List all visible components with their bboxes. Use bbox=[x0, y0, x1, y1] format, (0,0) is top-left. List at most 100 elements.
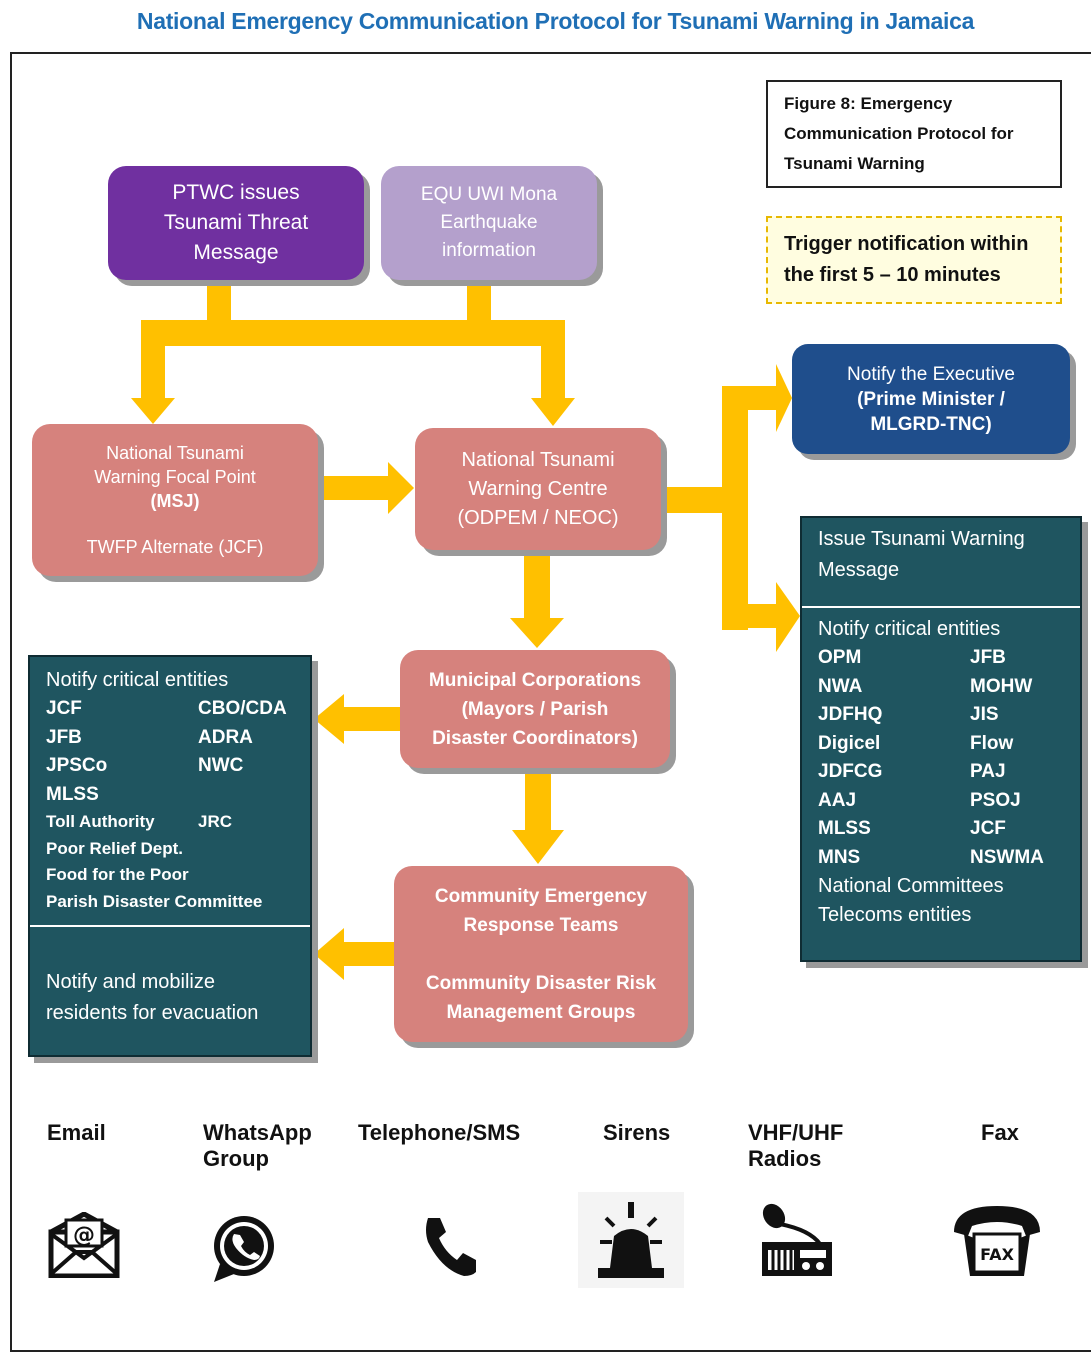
entity-name: Poor Relief Dept. bbox=[46, 838, 183, 858]
entity-row: MLSS bbox=[46, 781, 287, 810]
arrow-ntwc-down-head bbox=[510, 618, 564, 648]
channel-label-line: Group bbox=[203, 1146, 269, 1172]
entity-row: Poor Relief Dept. bbox=[46, 836, 287, 863]
arrow-to-exec-head bbox=[776, 364, 792, 432]
municipal-line: (Mayors / Parish bbox=[461, 698, 609, 720]
entity-row: Digicel Flow bbox=[818, 730, 1044, 759]
community-line: Response Teams bbox=[463, 914, 619, 936]
channel-label-line: WhatsApp bbox=[203, 1120, 312, 1145]
ptwc-line: Tsunami Threat bbox=[163, 211, 309, 234]
arrow-municipal-down-head bbox=[512, 830, 564, 864]
entity-row: JDFHQ JIS bbox=[818, 701, 1044, 730]
executive-line: MLGRD-TNC) bbox=[870, 413, 992, 435]
entity-row: MNS NSWMA bbox=[818, 844, 1044, 873]
equ-line: EQU UWI Mona bbox=[420, 184, 558, 205]
entity-name: NWA bbox=[818, 675, 863, 697]
page-title: National Emergency Communication Protoco… bbox=[136, 8, 975, 34]
arrow-to-focal-head bbox=[131, 398, 175, 424]
channel-label-radios: VHF/UHF Radios bbox=[748, 1120, 843, 1173]
arrow-equ-stem bbox=[467, 282, 491, 322]
executive-box: Notify the Executive (Prime Minister / M… bbox=[792, 344, 1070, 454]
entity-name: JPSCo bbox=[46, 755, 108, 777]
panel-footer-line: Notify and mobilize bbox=[46, 971, 215, 993]
channel-label-fax: Fax bbox=[981, 1120, 1019, 1146]
executive-line: (Prime Minister / bbox=[857, 388, 1005, 410]
fax-icon: FAX bbox=[954, 1206, 1040, 1276]
ntwc-line: Warning Centre bbox=[468, 477, 608, 500]
entity-name: MOHW bbox=[970, 675, 1033, 697]
entity-row: Parish Disaster Committee bbox=[46, 889, 287, 916]
arrow-to-warning bbox=[722, 604, 780, 628]
entity-name: AAJ bbox=[818, 789, 857, 811]
arrow-left-down bbox=[141, 320, 165, 400]
arrow-municipal-left bbox=[340, 707, 400, 731]
entity-name: NSWMA bbox=[970, 846, 1044, 868]
entity-name: Digicel bbox=[818, 732, 881, 754]
figure-caption-line: Communication Protocol for bbox=[784, 124, 1014, 143]
entity-name: OPM bbox=[818, 647, 862, 669]
email-icon: @ bbox=[48, 1212, 120, 1278]
trigger-note-line: Trigger notification within bbox=[784, 233, 1029, 255]
warning-header-line: Message bbox=[818, 559, 900, 581]
municipal-line: Disaster Coordinators) bbox=[432, 727, 638, 749]
channel-label-telephone: Telephone/SMS bbox=[358, 1120, 520, 1146]
telephone-icon bbox=[426, 1218, 476, 1276]
trigger-note-line: the first 5 – 10 minutes bbox=[784, 264, 1001, 286]
arrow-community-left-head bbox=[314, 928, 344, 980]
focal-point-alternate: TWFP Alternate (JCF) bbox=[86, 537, 264, 557]
panel-extra-line: Telecoms entities bbox=[818, 904, 972, 926]
equ-line: information bbox=[442, 240, 536, 261]
panel-divider bbox=[802, 606, 1080, 608]
channel-label-line: VHF/UHF bbox=[748, 1120, 844, 1145]
figure-caption-box: Figure 8: Emergency Communication Protoc… bbox=[766, 80, 1062, 188]
arrow-ntwc-right bbox=[662, 487, 724, 513]
panel-divider bbox=[30, 925, 310, 927]
arrow-to-exec bbox=[722, 386, 780, 410]
focal-point-box: National Tsunami Warning Focal Point (MS… bbox=[32, 424, 318, 576]
ntwc-line: National Tsunami bbox=[461, 448, 615, 471]
entity-name: Flow bbox=[970, 732, 1014, 754]
ptwc-line: Message bbox=[193, 241, 279, 264]
entity-name: JDFHQ bbox=[818, 704, 883, 726]
channel-label-line: Email bbox=[47, 1120, 106, 1145]
executive-line: Notify the Executive bbox=[847, 363, 1015, 385]
municipal-box: Municipal Corporations (Mayors / Parish … bbox=[400, 650, 670, 768]
focal-point-line: (MSJ) bbox=[150, 491, 200, 511]
channel-label-line: Sirens bbox=[603, 1120, 671, 1145]
entity-name: Parish Disaster Committee bbox=[46, 891, 263, 911]
panel-footer-line: residents for evacuation bbox=[46, 1002, 259, 1024]
entity-name: Toll Authority bbox=[46, 812, 155, 832]
panel-subheader: Notify critical entities bbox=[46, 669, 229, 691]
warning-entities-panel: Issue Tsunami Warning Message Notify cri… bbox=[800, 516, 1082, 962]
entity-name: Food for the Poor bbox=[46, 865, 189, 885]
entity-row: JCF CBO/CDA bbox=[46, 695, 287, 724]
entity-name: MLSS bbox=[818, 818, 871, 840]
entity-name: JIS bbox=[970, 704, 999, 726]
ptwc-box: PTWC issues Tsunami Threat Message bbox=[108, 166, 364, 280]
entity-name: NWC bbox=[198, 755, 244, 777]
entity-name: JCF bbox=[46, 698, 82, 720]
arrow-municipal-down bbox=[525, 770, 551, 834]
entity-name: MNS bbox=[818, 846, 861, 868]
entity-name: JFB bbox=[970, 647, 1006, 669]
channel-label-line: Radios bbox=[748, 1146, 822, 1172]
focal-point-line: Warning Focal Point bbox=[94, 467, 256, 487]
entity-row: Food for the Poor bbox=[46, 862, 287, 889]
entity-row: AAJ PSOJ bbox=[818, 787, 1044, 816]
community-line: Community Emergency bbox=[434, 885, 648, 907]
entity-name: JFB bbox=[46, 726, 82, 748]
svg-text:@: @ bbox=[73, 1223, 95, 1248]
ntwc-box: National Tsunami Warning Centre (ODPEM /… bbox=[415, 428, 661, 550]
radio-icon bbox=[762, 1203, 832, 1276]
figure-caption-line: Tsunami Warning bbox=[784, 154, 925, 173]
entity-name: JDFCG bbox=[818, 761, 883, 783]
warning-header-line: Issue Tsunami Warning bbox=[818, 528, 1025, 550]
equ-line: Earthquake bbox=[440, 212, 538, 233]
entity-name: PSOJ bbox=[970, 789, 1021, 811]
arrow-to-ntwc-head bbox=[531, 398, 575, 426]
svg-text:FAX: FAX bbox=[980, 1245, 1014, 1264]
entity-name: CBO/CDA bbox=[198, 698, 287, 720]
